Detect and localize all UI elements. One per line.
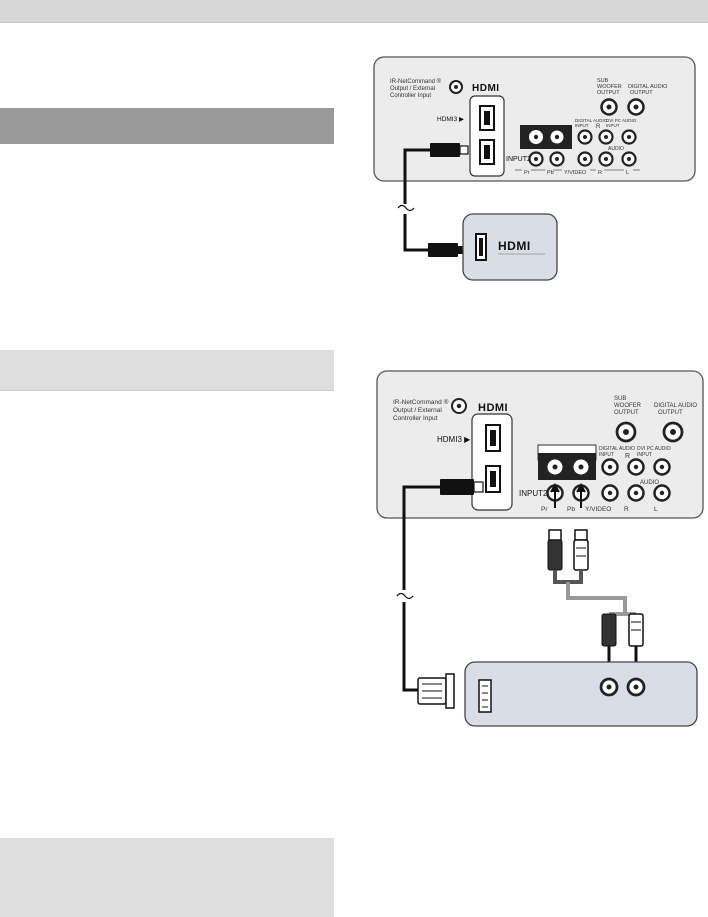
pb-label-2: Pb bbox=[567, 506, 575, 513]
rca-plug-tv-left bbox=[547, 539, 563, 571]
input2-label-2: INPUT2 bbox=[519, 489, 548, 498]
section-heading-bar-2 bbox=[0, 350, 334, 391]
rca-plug-tv-right bbox=[573, 539, 589, 571]
digital-audio-2-line-2: OUTPUT bbox=[658, 410, 683, 416]
sub-woofer-line-1: SUB bbox=[597, 78, 609, 84]
digital-audio-output-line-2: OUTPUT bbox=[630, 90, 653, 96]
dvi-audio-2-line-1: DVI PC AUDIO bbox=[637, 446, 671, 452]
device-hdmi-logo: HDMI bbox=[498, 239, 531, 253]
rca-audio-cable bbox=[566, 582, 627, 614]
sub-woofer-2-line-3: OUTPUT bbox=[614, 410, 639, 416]
dvi-audio-line-2: INPUT bbox=[606, 123, 620, 128]
sub-woofer-2-line-2: WOOFER bbox=[614, 403, 642, 409]
rca-plug-device-left bbox=[601, 613, 617, 647]
pr-label: Pr bbox=[524, 170, 530, 176]
audio-label: AUDIO bbox=[608, 146, 624, 152]
digital-audio-input-line-1: DIGITAL AUDIO bbox=[575, 118, 608, 123]
ir-label-line-3: Controller Input bbox=[390, 93, 431, 99]
ir-label-2-line-2: Output / External bbox=[393, 407, 442, 414]
hdmi-plug-device-side bbox=[428, 243, 458, 257]
digital-audio-output-line-1: DIGITAL AUDIO bbox=[628, 84, 668, 90]
dvi-audio-line-1: DVI PC AUDIO bbox=[606, 118, 637, 123]
sub-woofer-line-2: WOOFER bbox=[597, 84, 622, 90]
hdmi3-label-2: HDMI3 ▶ bbox=[437, 435, 471, 444]
digital-audio-input-2-line-2: INPUT bbox=[599, 452, 614, 458]
hdmi-logo-text: HDMI bbox=[472, 83, 500, 94]
diagram-hdmi-connection: IR-NetCommand ® Output / External Contro… bbox=[373, 56, 696, 281]
yvideo-label: Y/VIDEO bbox=[564, 170, 587, 176]
hdmi-plug-tv-side-2 bbox=[440, 479, 474, 495]
pb-label: Pb bbox=[547, 170, 554, 176]
digital-audio-input-line-2: INPUT bbox=[575, 123, 589, 128]
pr-label-2: Pr bbox=[541, 506, 548, 513]
device-dvi-port bbox=[478, 679, 492, 713]
digital-audio-2-line-1: DIGITAL AUDIO bbox=[654, 403, 697, 409]
component-jack-block bbox=[520, 125, 572, 149]
section-heading-bar-1 bbox=[0, 108, 334, 144]
ir-label-2-line-1: IR-NetCommand ® bbox=[393, 398, 449, 406]
cable-break-mark-2 bbox=[396, 592, 414, 600]
l-label-2-bottom: L bbox=[654, 506, 658, 513]
hdmi-dvi-cable bbox=[402, 485, 440, 590]
audio-plug-arrow-left bbox=[550, 482, 560, 508]
top-header-bar bbox=[0, 0, 708, 23]
hdmi-port-block bbox=[469, 95, 505, 177]
hdmi-source-device bbox=[462, 213, 558, 281]
audio-label-2: AUDIO bbox=[640, 480, 659, 486]
l-label-bottom: L bbox=[626, 170, 629, 176]
hdmi-logo-text-2: HDMI bbox=[478, 402, 508, 414]
section-heading-bar-3 bbox=[0, 838, 334, 917]
yvideo-label-2: Y/VIDEO bbox=[585, 506, 611, 513]
r-label-bottom: R bbox=[598, 170, 602, 176]
dvi-source-device bbox=[464, 661, 698, 727]
sub-woofer-2-line-1: SUB bbox=[614, 396, 626, 402]
r-label-2: R bbox=[625, 453, 630, 460]
audio-plug-arrow-right bbox=[576, 482, 586, 508]
r-label-2-bottom: R bbox=[624, 506, 629, 513]
hdmi-plug-tv-side bbox=[430, 143, 460, 157]
ir-label-line-2: Output / External bbox=[390, 86, 435, 92]
cable-break-mark bbox=[397, 204, 415, 212]
diagram-dvi-connection: IR-NetCommand ® Output / External Contro… bbox=[376, 370, 704, 727]
ir-label-line-1: IR-NetCommand ® bbox=[390, 78, 442, 85]
input2-label: INPUT2 bbox=[506, 156, 531, 163]
r-label: R bbox=[596, 124, 601, 130]
hdmi3-label: HDMI3 ▶ bbox=[437, 116, 465, 123]
ir-label-2-line-3: Controller Input bbox=[393, 415, 438, 422]
sub-woofer-line-3: OUTPUT bbox=[597, 90, 620, 96]
dvi-audio-2-line-2: INPUT bbox=[637, 452, 652, 458]
digital-audio-input-2-line-1: DIGITAL AUDIO bbox=[599, 446, 635, 452]
